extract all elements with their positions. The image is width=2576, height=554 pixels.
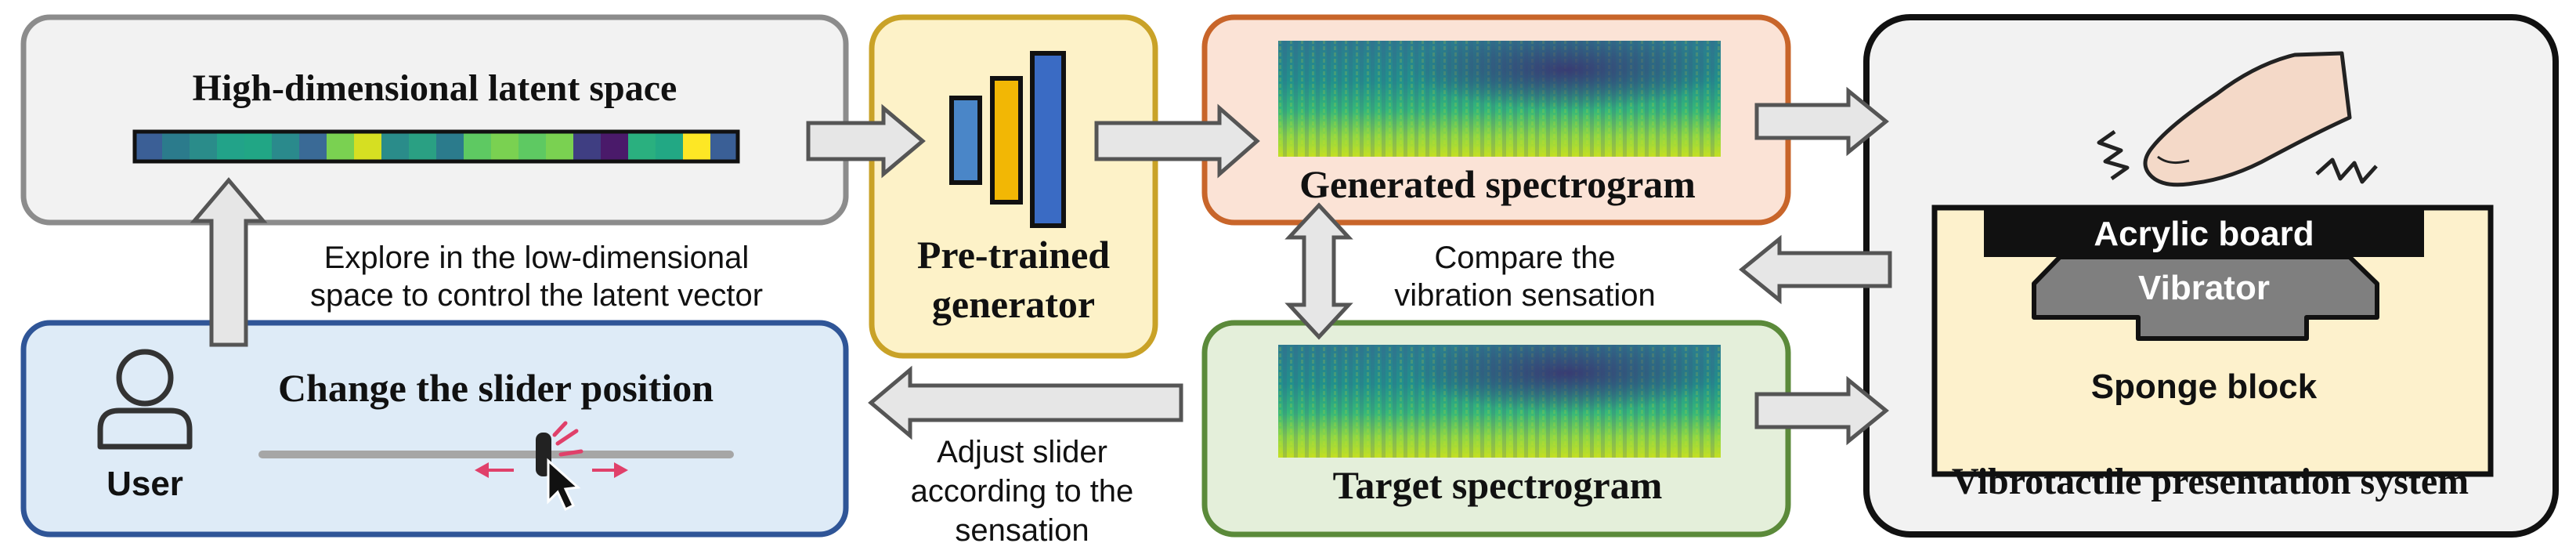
latent-cell bbox=[656, 132, 684, 161]
latent-cell bbox=[272, 132, 300, 161]
generated-spectrogram-title: Generated spectrogram bbox=[1299, 162, 1696, 206]
latent-cell bbox=[381, 132, 410, 161]
arrow-vibro-to-compare bbox=[1739, 234, 1892, 305]
latent-cell bbox=[190, 132, 218, 161]
latent-vector-border bbox=[132, 129, 740, 164]
sponge-block-label: Sponge block bbox=[2091, 368, 2318, 406]
arrow-target-to-slider bbox=[868, 365, 1183, 440]
finger-icon bbox=[2143, 51, 2352, 187]
acrylic-board-label: Acrylic board bbox=[2094, 215, 2314, 253]
arrow-latent-to-generator bbox=[806, 103, 926, 179]
latent-cell bbox=[436, 132, 464, 161]
vibrator bbox=[2032, 255, 2379, 341]
compare-annotation-line1: Compare the bbox=[1434, 241, 1615, 275]
cursor-icon bbox=[547, 458, 581, 512]
slider-track bbox=[258, 451, 734, 458]
arrow-generator-to-generated bbox=[1094, 103, 1260, 179]
explore-annotation-line1: Explore in the low-dimensional bbox=[324, 241, 750, 275]
user-icon bbox=[97, 349, 193, 450]
slider-box: User Change the slider position bbox=[20, 320, 849, 538]
compare-annotation-line2: vibration sensation bbox=[1394, 278, 1656, 313]
latent-cell bbox=[683, 132, 711, 161]
target-spectrogram-title: Target spectrogram bbox=[1333, 463, 1663, 507]
latent-cell bbox=[546, 132, 574, 161]
vibrator-label: Vibrator bbox=[2138, 269, 2270, 307]
adjust-annotation-line2: according to the bbox=[911, 474, 1134, 509]
arrow-slider-to-latent bbox=[190, 177, 268, 347]
generator-title-line2: generator bbox=[932, 282, 1095, 326]
latent-cell bbox=[464, 132, 492, 161]
explore-annotation-line2: space to control the latent vector bbox=[310, 278, 763, 313]
slider-widget bbox=[258, 421, 734, 512]
target-spectrogram-image bbox=[1278, 345, 1721, 458]
latent-cell bbox=[628, 132, 656, 161]
arrow-compare-bidirectional bbox=[1284, 202, 1353, 340]
latent-space-box: High-dimensional latent space bbox=[20, 14, 849, 226]
vibration-right-icon bbox=[2315, 158, 2378, 184]
generated-spectrogram-image bbox=[1278, 41, 1721, 157]
latent-cell bbox=[217, 132, 245, 161]
acrylic-board bbox=[1984, 210, 2424, 257]
latent-cell bbox=[135, 132, 163, 161]
latent-cell bbox=[327, 132, 355, 161]
slider-box-title: Change the slider position bbox=[278, 366, 714, 410]
vibrotactile-system-box: Acrylic board Vibrator Sponge block Vibr… bbox=[1863, 14, 2559, 538]
slider-right-arrow-icon bbox=[592, 462, 628, 478]
vibration-left-icon bbox=[2097, 129, 2130, 181]
latent-cell bbox=[299, 132, 327, 161]
slider-left-arrow-icon bbox=[475, 462, 514, 478]
generated-spectrogram-box: Generated spectrogram bbox=[1201, 14, 1791, 226]
click-burst-icon bbox=[552, 421, 583, 457]
latent-cell bbox=[162, 132, 190, 161]
vibrotactile-system-title: Vibrotactile presentation system bbox=[1952, 461, 2469, 502]
target-spectrogram-box: Target spectrogram bbox=[1201, 320, 1791, 538]
adjust-annotation-line3: sensation bbox=[955, 513, 1089, 548]
adjust-annotation-line1: Adjust slider bbox=[937, 435, 1107, 469]
latent-cell bbox=[491, 132, 519, 161]
latent-space-title: High-dimensional latent space bbox=[193, 67, 677, 109]
generator-title-line1: Pre-trained bbox=[917, 233, 1110, 277]
latent-vector bbox=[132, 129, 740, 164]
latent-cell bbox=[573, 132, 602, 161]
latent-cell bbox=[409, 132, 437, 161]
latent-cell bbox=[244, 132, 273, 161]
latent-cell bbox=[710, 132, 739, 161]
generator-network-icon bbox=[949, 51, 1066, 228]
latent-cell bbox=[518, 132, 547, 161]
arrow-generated-to-vibro bbox=[1754, 86, 1889, 157]
user-label: User bbox=[107, 465, 183, 503]
latent-cell bbox=[354, 132, 382, 161]
generator-box: Pre-trained generator bbox=[869, 14, 1158, 359]
latent-cell bbox=[601, 132, 629, 161]
arrow-target-to-vibro bbox=[1754, 375, 1889, 446]
